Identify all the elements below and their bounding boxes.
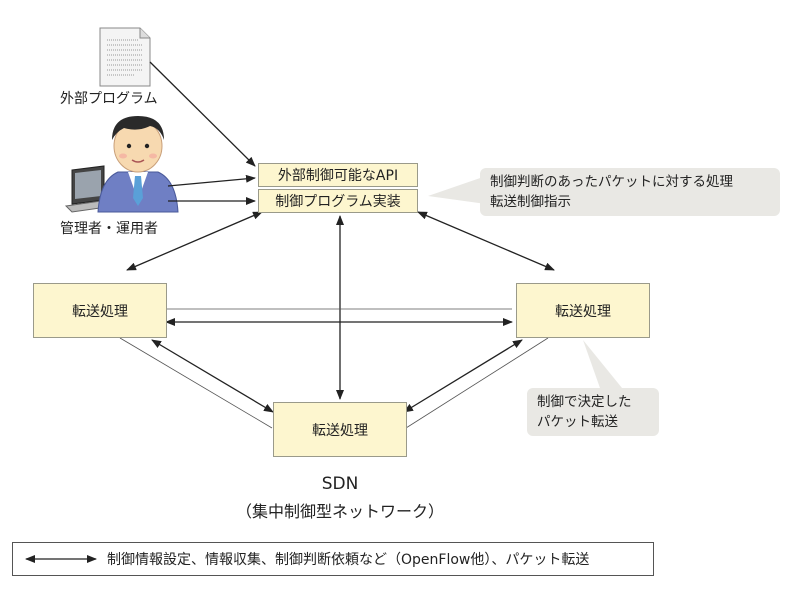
callout-bottom: 制御で決定した パケット転送 bbox=[527, 388, 659, 436]
callout-bottom-line2: パケット転送 bbox=[537, 414, 618, 430]
arrow-admin-to-api bbox=[167, 174, 256, 187]
controller-impl-box: 制御プログラム実装 bbox=[258, 189, 418, 213]
arrow-right-bottom bbox=[403, 339, 523, 413]
legend-box: 制御情報設定、情報収集、制御判断依頼など（OpenFlow他）、パケット転送 bbox=[12, 542, 654, 576]
forward-line-left-bottom bbox=[119, 337, 273, 429]
forward-line-right-bottom bbox=[405, 337, 549, 429]
callout-top-line1: 制御判断のあったパケットに対する処理 bbox=[490, 174, 733, 190]
sdn-subtitle: （集中制御型ネットワーク） bbox=[235, 502, 444, 521]
arrow-left-bottom bbox=[151, 339, 274, 413]
forwarding-node-left-label: 転送処理 bbox=[72, 303, 128, 320]
controller-api-box: 外部制御可能なAPI bbox=[258, 163, 418, 187]
arrow-program-to-api bbox=[149, 61, 256, 167]
forwarding-node-bottom: 転送処理 bbox=[273, 402, 407, 457]
admin-label: 管理者・運用者 bbox=[60, 221, 158, 237]
legend-text: 制御情報設定、情報収集、制御判断依頼など（OpenFlow他）、パケット転送 bbox=[107, 552, 590, 568]
forwarding-node-bottom-label: 転送処理 bbox=[312, 422, 368, 439]
callout-top-pointer bbox=[428, 176, 486, 204]
controller-api-label: 外部制御可能なAPI bbox=[277, 168, 399, 184]
arrow-controller-right bbox=[417, 211, 555, 271]
sdn-title: SDN bbox=[321, 474, 359, 494]
callout-top: 制御判断のあったパケットに対する処理 転送制御指示 bbox=[480, 168, 780, 216]
forwarding-node-right: 転送処理 bbox=[516, 283, 650, 338]
document-icon bbox=[99, 27, 151, 87]
external-program-label: 外部プログラム bbox=[60, 91, 158, 107]
forwarding-node-right-label: 転送処理 bbox=[555, 303, 611, 320]
callout-bottom-line1: 制御で決定した bbox=[537, 394, 632, 410]
forwarding-node-left: 転送処理 bbox=[33, 283, 167, 338]
callout-top-line2: 転送制御指示 bbox=[490, 194, 571, 210]
callout-bottom-pointer bbox=[583, 340, 622, 388]
controller-impl-label: 制御プログラム実装 bbox=[275, 194, 401, 210]
administrator-icon bbox=[64, 116, 179, 213]
arrow-controller-left bbox=[126, 211, 263, 271]
